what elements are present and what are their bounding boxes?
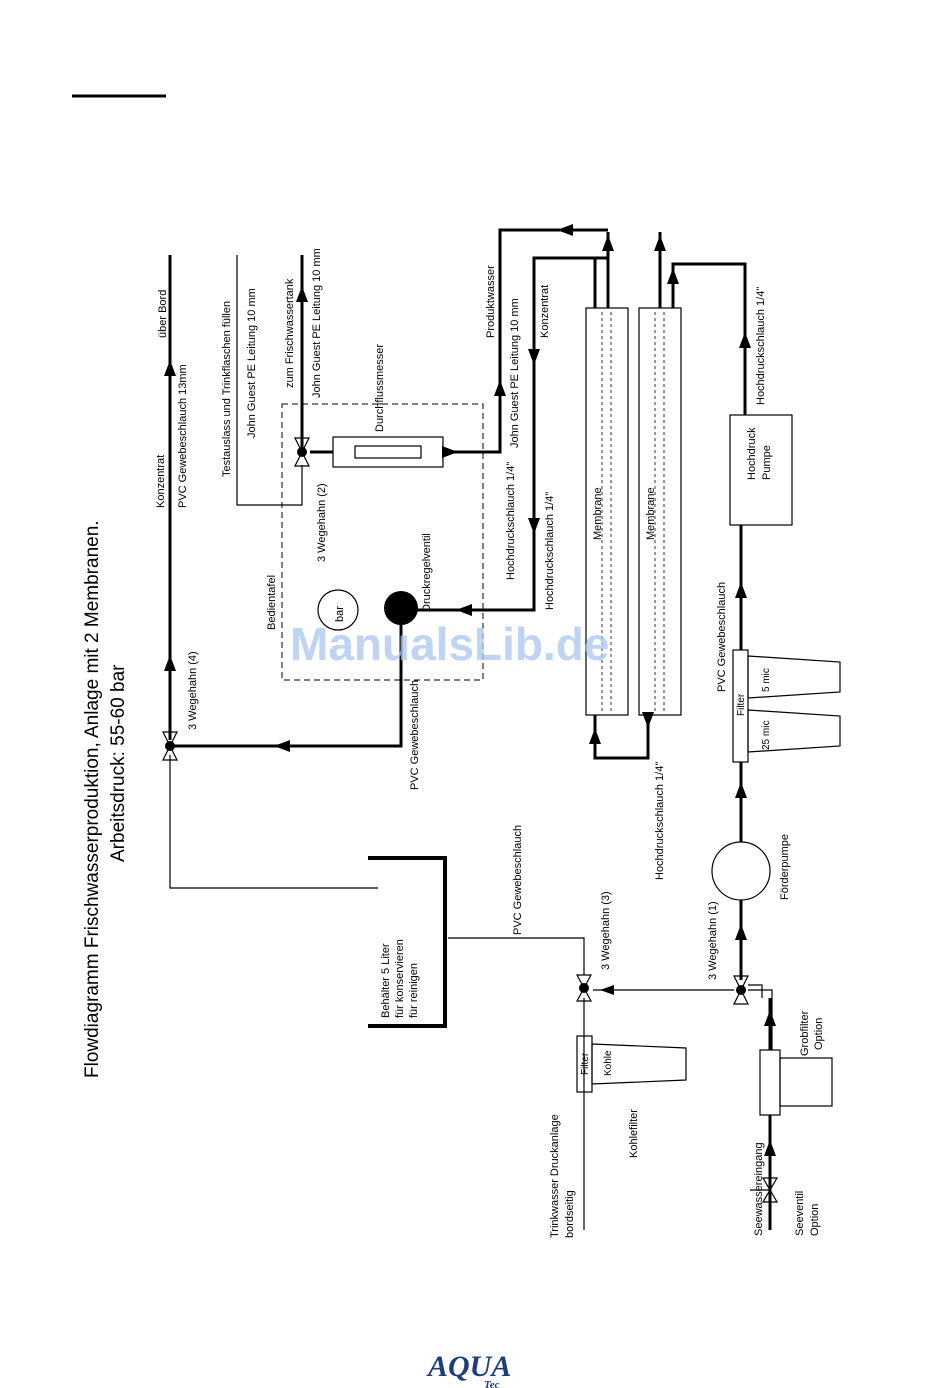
page-title: Flowdiagramm Frischwasserproduktion, Anl… [82, 520, 103, 1078]
label-hochdruck: Hochdruck [746, 427, 758, 480]
sea-valve [750, 1177, 779, 1203]
label-hd14-b: Hochdruckschlauch 1/4" [544, 492, 556, 610]
charcoal-filter [591, 1043, 687, 1085]
label-pvc-gewebe-left: PVC Gewebeschlauch [409, 680, 421, 790]
coarse-filter-housing [759, 1049, 781, 1116]
membrane-2 [638, 307, 682, 716]
label-behaelter-3: für reinigen [408, 963, 420, 1018]
label-pvc-gewebe-mid: PVC Gewebeschlauch [512, 825, 524, 935]
logo-sub: Tec [484, 1379, 500, 1388]
container-5-liter [368, 856, 447, 1028]
label-kohle: Kohle [603, 1050, 614, 1076]
pressure-regulator-valve [384, 591, 418, 625]
three-way-valve-1 [733, 975, 749, 1005]
high-pressure-pump [729, 414, 793, 526]
three-way-valve-3 [575, 974, 593, 1002]
label-pvc-gewebe-right: PVC Gewebeschlauch [716, 582, 728, 692]
prefilter-housing [732, 649, 749, 763]
three-way-valve-4 [162, 731, 178, 761]
label-wegehahn-4: 3 Wegehahn (4) [187, 651, 199, 730]
logo-main: AQUA [426, 1350, 511, 1383]
flowmeter [332, 436, 444, 468]
label-wegehahn-2: 3 Wegehahn (2) [316, 483, 328, 562]
three-way-valve-2 [294, 437, 310, 467]
label-ueber-bord: über Bord [157, 290, 169, 338]
label-pumpe: Pumpe [761, 445, 773, 480]
label-seeventil-2: Option [809, 1204, 821, 1236]
label-membrane-2: Membrane [645, 487, 657, 540]
label-seewassereingang: Seewassereingang [753, 1142, 765, 1236]
label-wegehahn-3: 3 Wegehahn (3) [600, 891, 612, 970]
label-membrane-1: Membrane [592, 487, 604, 540]
control-panel-outline [281, 403, 484, 681]
label-druckregelventil: Druckregelventil [421, 533, 433, 612]
pipe-pvc-left [172, 620, 403, 748]
feed-pump [711, 841, 771, 901]
label-grobfilter-1: Grobfilter [799, 1010, 811, 1056]
label-seeventil-1: Seeventil [794, 1191, 806, 1236]
page-subtitle: Arbeitsdruck: 55-60 bar [108, 664, 129, 862]
filter-25mic [747, 709, 841, 753]
label-foerderpumpe: Förderpumpe [779, 834, 791, 900]
pipe-membrane-link [593, 715, 650, 760]
filter-5mic [747, 655, 841, 699]
label-behaelter-2: für konservieren [394, 939, 406, 1018]
pressure-gauge [317, 589, 359, 631]
pipe-hp-out [671, 262, 747, 415]
label-filter-left: Filter [580, 1052, 591, 1075]
label-wegehahn-1: 3 Wegehahn (1) [707, 901, 719, 980]
pipes [164, 224, 776, 1230]
label-kohlefilter: Kohlefilter [628, 1109, 640, 1158]
label-hd14-a: Hochdruckschlauch 1/4" [505, 462, 517, 580]
label-5mic: 5 mic [761, 668, 772, 692]
watermark: ManualsLib.de [290, 618, 609, 670]
label-grobfilter-2: Option [813, 1018, 825, 1050]
membrane-1 [585, 307, 629, 716]
label-25mic: 25 mic [761, 721, 772, 750]
label-produktwasser: Produktwasser [485, 265, 497, 338]
label-trinkwasser-1: Trinkwasser Druckanlage [549, 1114, 561, 1238]
label-hd14-d: Hochdruckschlauch 1/4" [654, 762, 666, 880]
label-durchflussmesser: Durchflussmesser [374, 344, 386, 432]
label-jg-10mm-c: John Guest PE Leitung 10 mm [509, 298, 521, 448]
label-hd14-c: Hochdruckschlauch 1/4" [755, 287, 767, 405]
coarse-filter [779, 1057, 833, 1107]
label-bedientafel: Bedientafel [266, 575, 278, 630]
label-jg-10mm-b: John Guest PE Leitung 10 mm [311, 248, 323, 398]
label-behaelter-1: Behälter 5 Liter [380, 943, 392, 1018]
pipe-tank-return [169, 755, 378, 889]
labels: Flowdiagramm Frischwasserproduktion, Anl… [82, 248, 825, 1238]
label-bar: bar [334, 606, 346, 622]
pipe-product-water [443, 228, 608, 454]
label-trinkwasser-2: bordseitig [564, 1190, 576, 1238]
label-testauslass: Testauslass und Trinkflaschen füllen [221, 301, 233, 477]
label-pvc-13mm: PVC Gewebeschlauch 13mm [177, 364, 189, 508]
label-konzentrat-right: Konzentrat [539, 285, 551, 338]
label-konzentrat-top: Konzentrat [155, 455, 167, 508]
aquatec-logo: AQUA Tec [426, 1350, 511, 1388]
pipe-pvc-mid [448, 937, 585, 975]
label-zum-tank: zum Frischwassertank [284, 278, 296, 388]
label-filter-right: Filter [736, 693, 747, 716]
pipe-test-outlet [236, 255, 303, 506]
label-jg-10mm-a: John Guest PE Leitung 10 mm [246, 288, 258, 438]
